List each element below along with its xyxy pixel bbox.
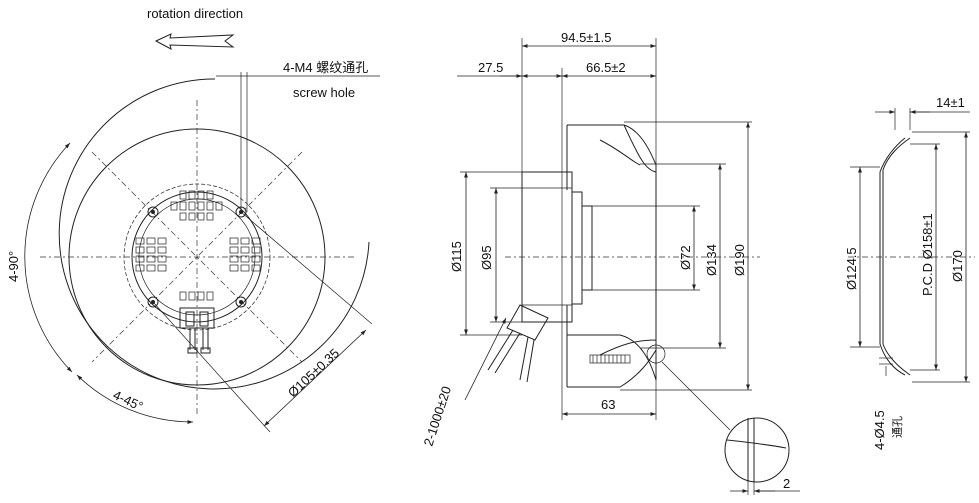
cable-gland	[179, 307, 215, 354]
d72-label: Ø72	[678, 245, 693, 270]
left-width-label: 27.5	[478, 60, 503, 75]
vent-slots-left	[135, 237, 167, 272]
ring-thickness-label: 14±1	[936, 95, 965, 110]
rotation-arrow-icon	[154, 33, 235, 50]
ring-view: 14±1 Ø124.5 P.C.D Ø158±1 Ø170 4-Ø4.5 通孔	[844, 95, 975, 450]
vent-slots-bottom	[179, 291, 214, 301]
ring-profile-bottom	[882, 336, 911, 376]
angle-45-label: 4-45°	[111, 387, 146, 414]
depth-63-label: 63	[601, 397, 615, 412]
d190-label: Ø190	[732, 244, 747, 276]
angle-90-label: 4-90°	[6, 251, 21, 282]
d95-label: Ø95	[479, 245, 494, 270]
vent-slots-top	[170, 190, 223, 221]
vent-slots-right	[229, 237, 261, 272]
detail-circle	[724, 417, 790, 483]
ring-pcd-label: P.C.D Ø158±1	[920, 213, 935, 296]
ring-d124-label: Ø124.5	[844, 247, 859, 290]
detail-2-label: 2	[783, 476, 790, 491]
impeller-blades	[566, 124, 657, 388]
rotation-label: rotation direction	[147, 6, 243, 21]
ring-holes-label: 4-Ø4.5	[872, 410, 887, 450]
cable-length-label: 2-1000±20	[421, 384, 454, 448]
d115-label: Ø115	[449, 241, 464, 272]
hub-outer	[131, 191, 263, 323]
ring-holes-cn: 通孔	[891, 416, 904, 438]
screw-hole-en: screw hole	[293, 85, 355, 100]
ring-profile-top	[882, 137, 911, 178]
side-cable	[487, 304, 549, 383]
ring-d170-label: Ø170	[950, 250, 965, 282]
overall-width-label: 94.5±1.5	[561, 30, 612, 45]
screw-hole-cn: 4-M4 螺纹通孔	[283, 60, 368, 75]
right-width-label: 66.5±2	[586, 60, 626, 75]
d134-label: Ø134	[704, 244, 719, 276]
side-view: 94.5±1.5 27.5 66.5±2	[421, 30, 800, 495]
front-view: rotation direction	[6, 6, 380, 433]
motor-body	[521, 171, 573, 323]
